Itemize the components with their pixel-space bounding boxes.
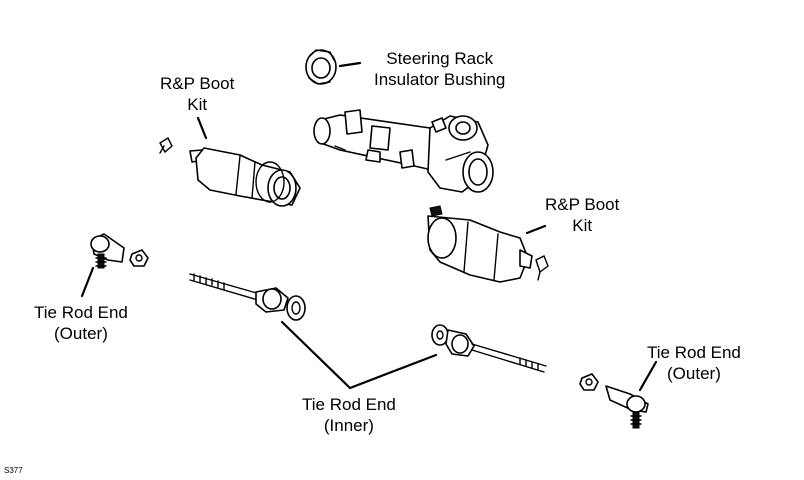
tie-rod-end-inner-right-part [431, 324, 547, 373]
boot-kit-right-part [427, 205, 549, 283]
leader-tie-rod-inner [280, 320, 438, 390]
leader-boot-kit-left [196, 116, 208, 140]
tie-rod-end-outer-left-part [90, 233, 149, 269]
leader-tie-rod-outer-right [638, 360, 658, 392]
label-boot-kit-right: R&P Boot Kit [545, 195, 620, 235]
steering-rack-housing-part [313, 109, 494, 193]
label-tie-rod-outer-right: Tie Rod End (Outer) [647, 343, 741, 383]
leader-tie-rod-outer-left [80, 266, 95, 298]
label-tie-rod-inner: Tie Rod End (Inner) [302, 395, 396, 435]
leader-insulator-bushing [338, 61, 362, 68]
insulator-bushing-part [305, 49, 337, 85]
label-tie-rod-outer-left: Tie Rod End (Outer) [34, 303, 128, 343]
label-boot-kit-left: R&P Boot Kit [160, 74, 235, 114]
tie-rod-end-outer-right-part [579, 373, 649, 429]
tie-rod-end-inner-left-part [189, 273, 306, 321]
figure-code: S377 [4, 466, 23, 475]
boot-kit-left-part [159, 136, 301, 207]
label-insulator-bushing: Steering Rack Insulator Bushing [374, 49, 506, 89]
leader-boot-kit-right [525, 224, 547, 235]
